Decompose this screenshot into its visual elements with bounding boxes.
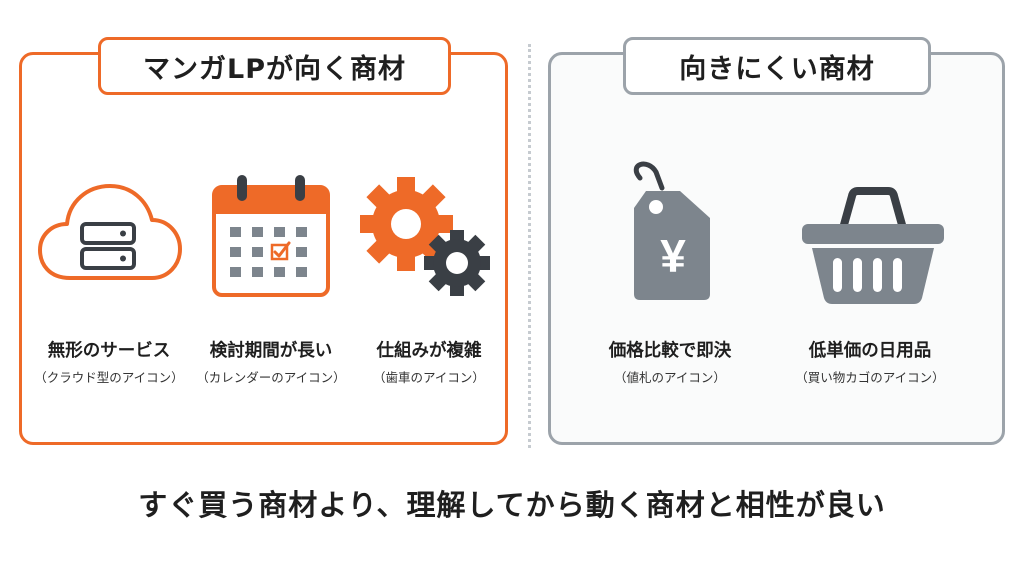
item-sub-cheap-daily-goods: （買い物カゴのアイコン） xyxy=(795,370,945,385)
item-label-price-comparison: 価格比較で即決 xyxy=(608,341,732,361)
item-label-intangible-service: 無形のサービス xyxy=(47,341,171,361)
item-sub-price-comparison: （値札のアイコン） xyxy=(614,370,726,385)
gears-icon xyxy=(360,176,492,298)
cloud-server-icon xyxy=(37,178,183,288)
item-label-cheap-daily-goods: 低単価の日用品 xyxy=(808,341,932,361)
item-sub-long-consideration: （カレンダーのアイコン） xyxy=(196,370,346,385)
item-sub-intangible-service: （クラウド型のアイコン） xyxy=(34,370,184,385)
unsuitable-products-title: 向きにくい商材 xyxy=(623,37,931,95)
summary-message: すぐ買う商材より、理解してから動く商材と相性が良い xyxy=(138,488,886,522)
item-sub-complex-mechanism: （歯車のアイコン） xyxy=(373,370,485,385)
item-label-complex-mechanism: 仕組みが複雑 xyxy=(376,341,482,361)
suitable-products-title: マンガLPが向く商材 xyxy=(98,37,451,95)
item-label-long-consideration: 検討期間が長い xyxy=(209,341,333,361)
panel-divider xyxy=(528,44,531,448)
shopping-basket-icon xyxy=(798,184,948,308)
calendar-icon xyxy=(209,172,333,300)
unsuitable-products-panel: 向きにくい商材 xyxy=(548,37,1005,445)
yen-symbol: ¥ xyxy=(660,230,686,282)
price-tag-icon: ¥ xyxy=(622,160,718,310)
